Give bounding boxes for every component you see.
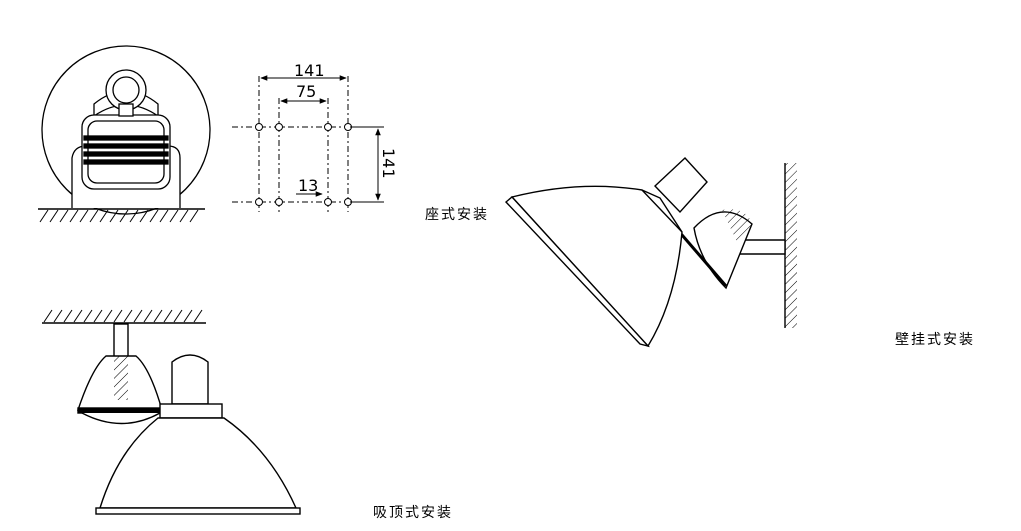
caption-wall-mount: 壁挂式安装 — [895, 332, 975, 348]
ceiling-bracket-plate — [77, 407, 165, 414]
ground-hatch — [39, 209, 199, 223]
reflector-disc — [41, 45, 211, 215]
caption-base-mount: 座式安装 — [425, 207, 489, 223]
wall-reflector-rim — [504, 196, 651, 348]
ceiling-lamp-holder — [171, 354, 209, 405]
ceiling-hatch — [43, 309, 203, 323]
reflector-collar — [641, 189, 683, 233]
cooling-fins — [83, 135, 169, 165]
bracket-edge — [674, 227, 728, 287]
dim-label-13: 13 — [298, 176, 318, 195]
ceiling-collar — [159, 403, 223, 419]
ceiling-section-hatch — [114, 356, 128, 400]
pivot-neck — [118, 103, 134, 117]
front-view-lamp — [38, 45, 211, 223]
lamp-neck — [654, 157, 708, 214]
bracket-section-hatch — [722, 209, 752, 244]
wall-hatch — [785, 163, 797, 328]
mounting-hole-pattern — [232, 75, 384, 212]
ceiling-reflector-rim — [95, 507, 301, 515]
dim-label-141-vertical: 141 — [379, 148, 398, 179]
wall-reflector — [510, 185, 683, 348]
ceiling-bracket-bottom — [81, 412, 161, 425]
dim-label-75: 75 — [296, 82, 316, 101]
wall-mount-lamp — [504, 157, 797, 348]
dim-label-141: 141 — [294, 61, 325, 80]
caption-ceiling-mount: 吸顶式安装 — [373, 505, 453, 521]
pivot-hub-inner — [112, 76, 140, 104]
ceiling-mount-lamp — [42, 309, 301, 515]
ceiling-reflector — [99, 417, 298, 509]
